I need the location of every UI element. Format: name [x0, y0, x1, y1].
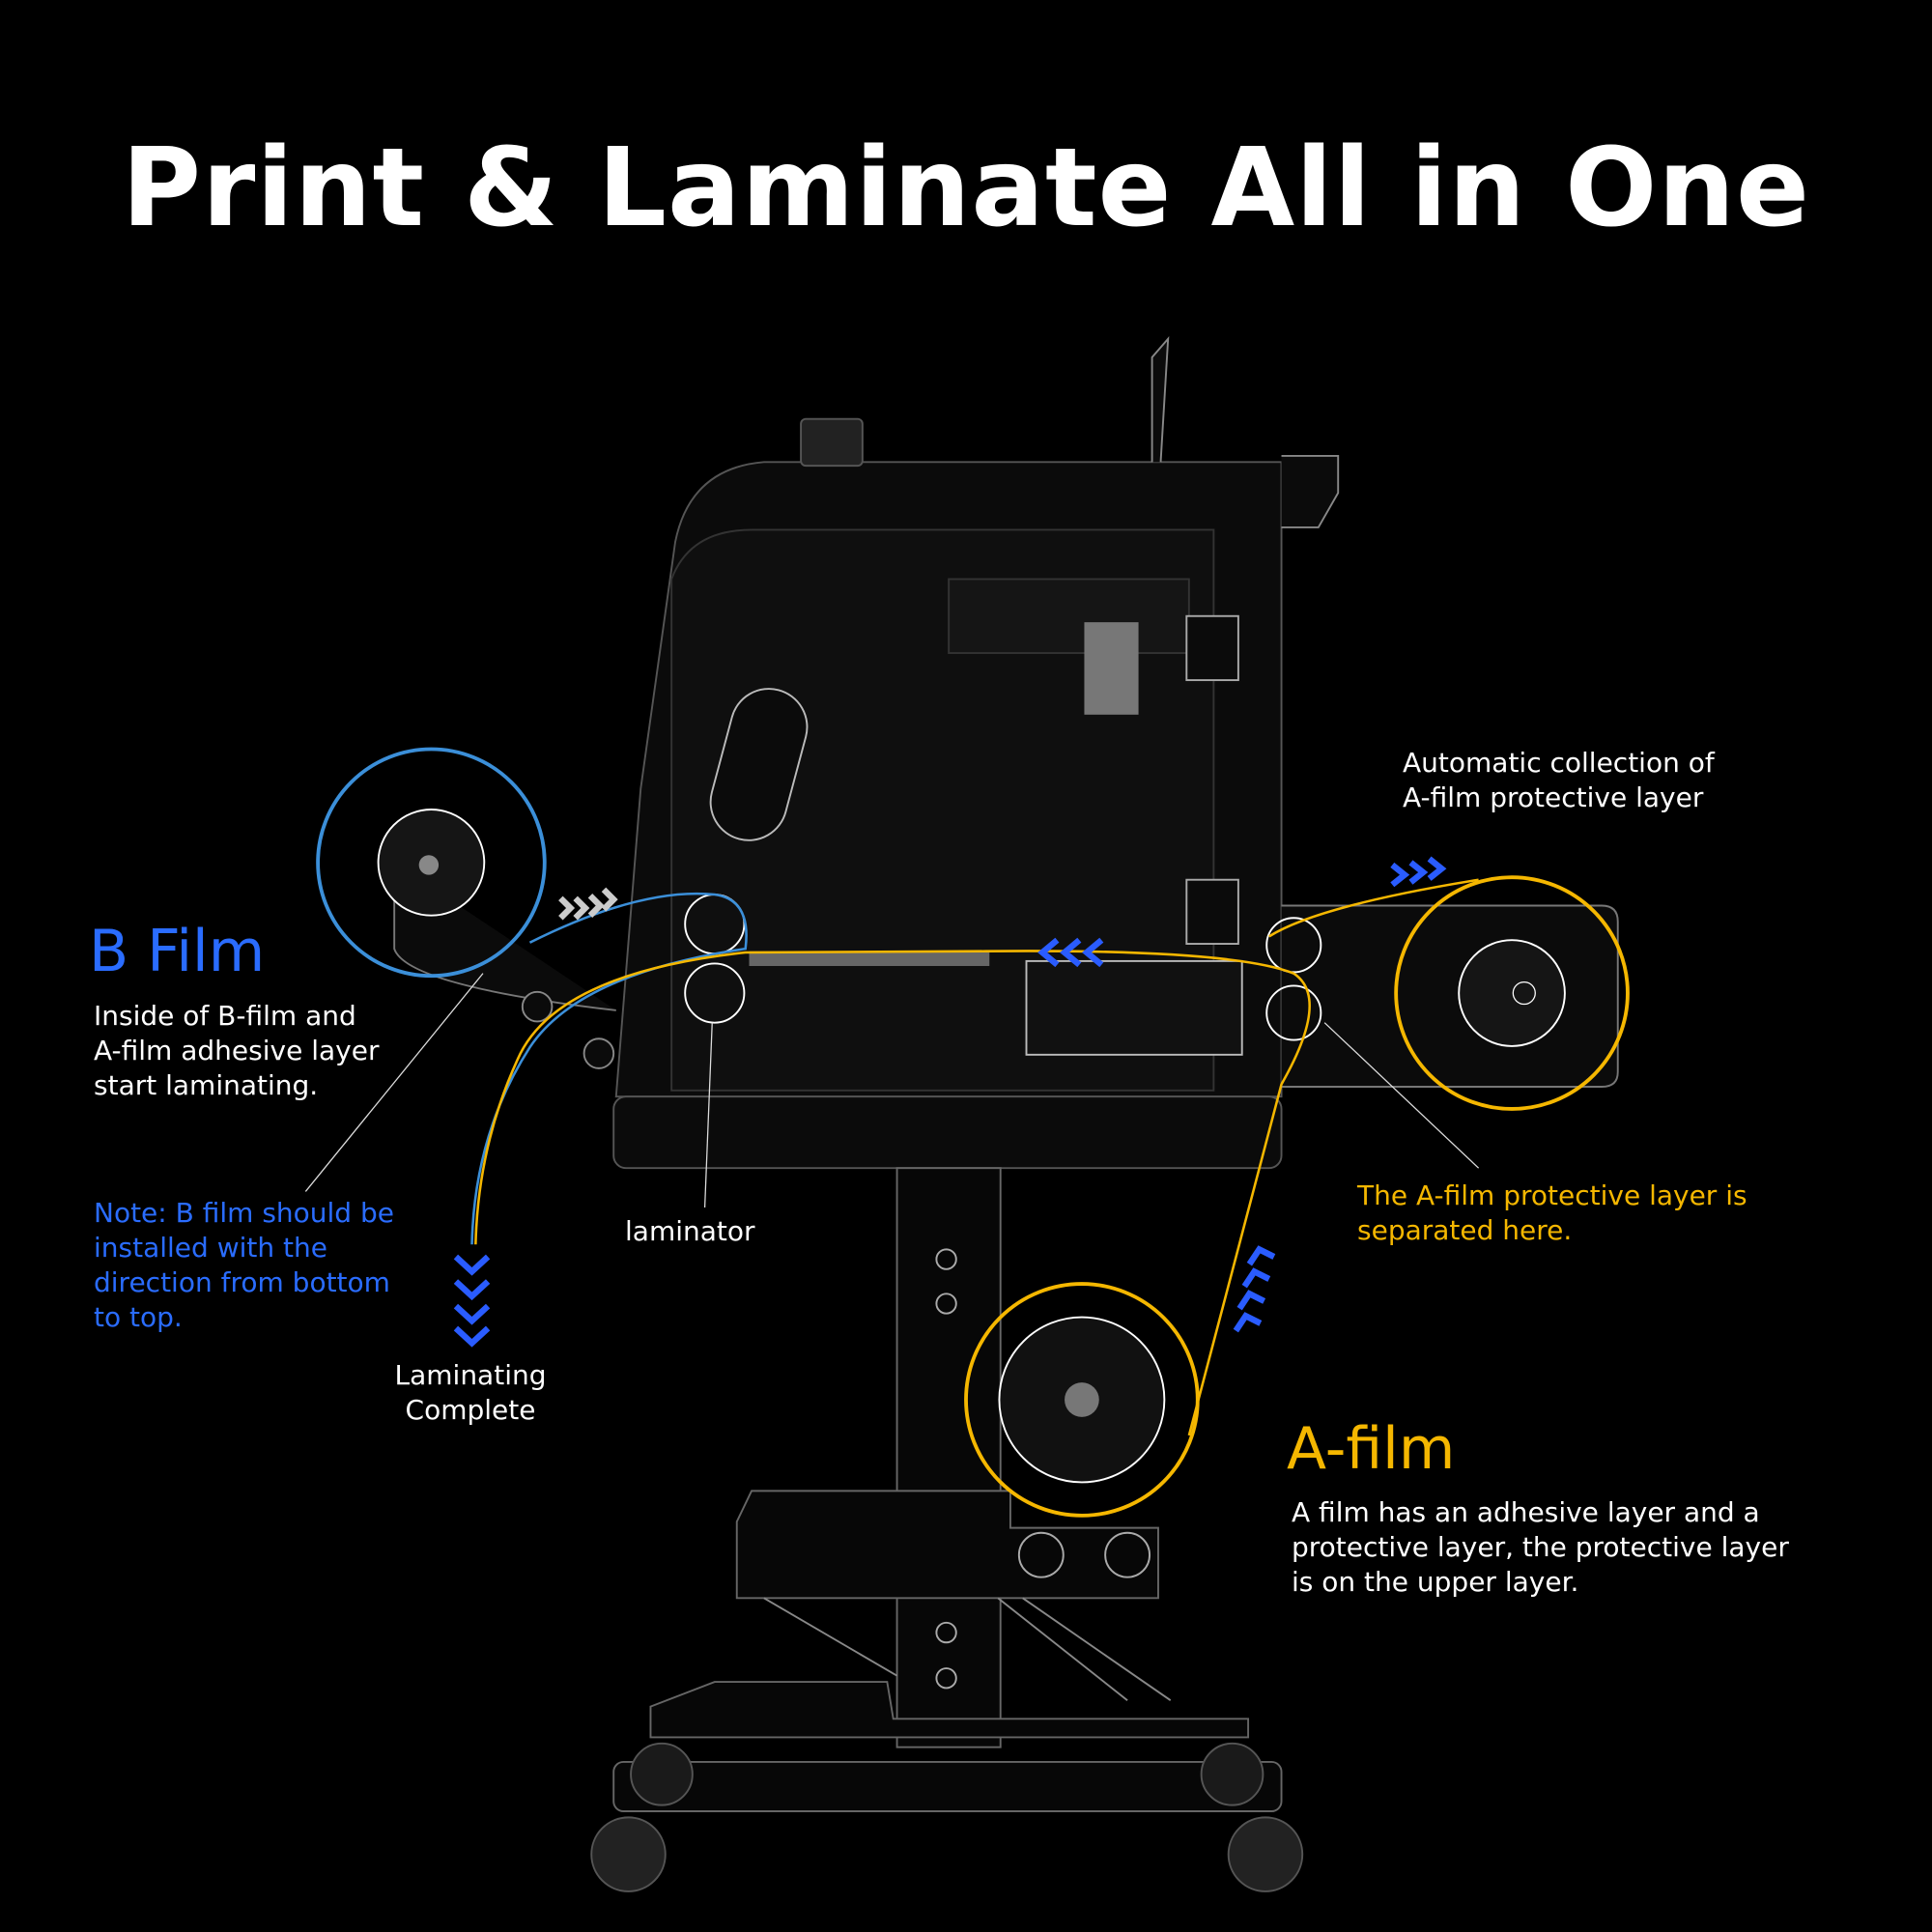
b-film-description: Inside of B-film and A-film adhesive lay… — [94, 1000, 380, 1101]
page-title: Print & Laminate All in One — [122, 126, 1810, 251]
b-film-roll — [316, 747, 547, 979]
laminating-complete-label: Laminating Complete — [394, 1359, 547, 1426]
a-film-supply-roll — [964, 1282, 1200, 1518]
auto-collection-label: Automatic collection of A-film protectiv… — [1403, 747, 1715, 813]
b-film-heading: B Film — [89, 918, 266, 985]
printer-stand — [590, 1167, 1304, 1892]
a-film-description: A film has an adhesive layer and a prote… — [1292, 1496, 1789, 1598]
separation-note: The A-film protective layer is separated… — [1357, 1179, 1747, 1246]
a-film-protective-path — [1268, 878, 1479, 938]
direction-arrows — [453, 856, 1447, 1348]
laminator-label: laminator — [625, 1215, 755, 1247]
a-film-collection-roll — [1394, 875, 1630, 1111]
b-film-note: Note: B film should be installed with th… — [94, 1197, 394, 1333]
a-film-path — [474, 950, 1311, 1436]
a-film-heading: A-film — [1287, 1415, 1456, 1483]
